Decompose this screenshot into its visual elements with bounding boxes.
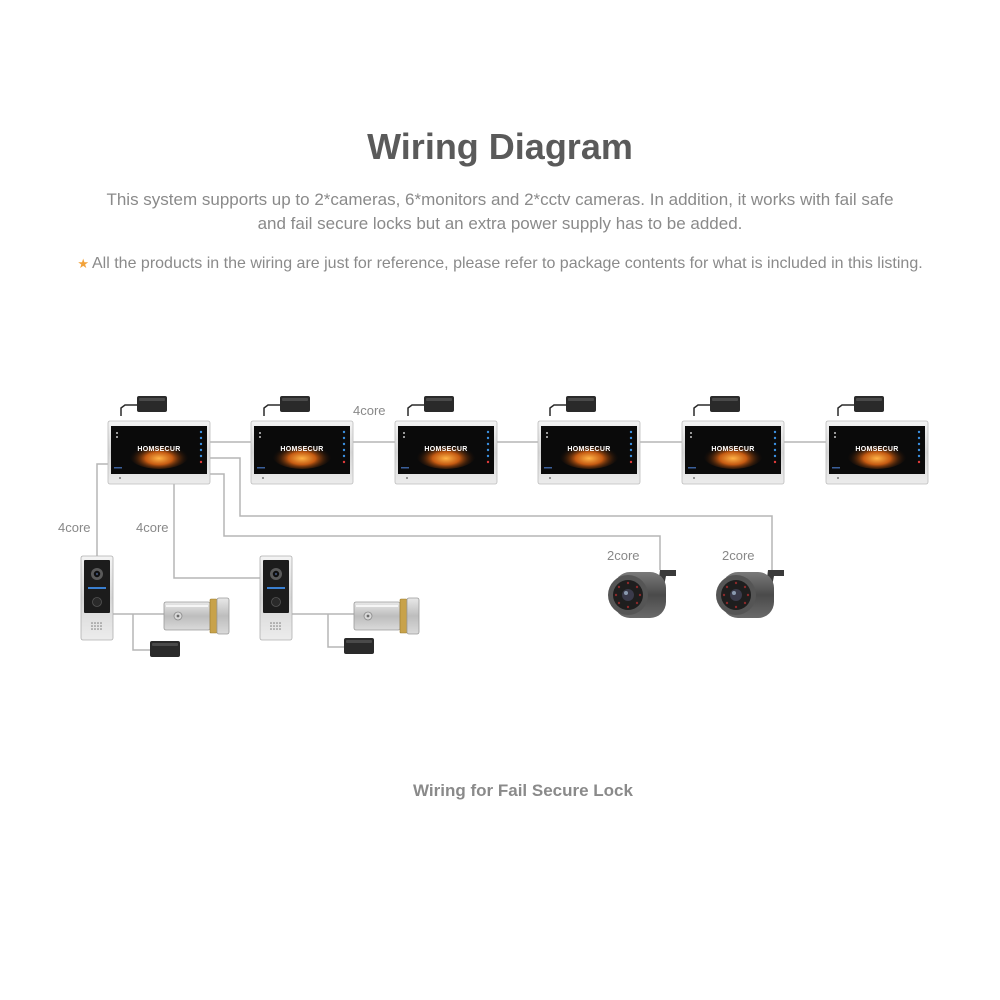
indoor-monitor-3: HOMSECUR: [394, 420, 498, 485]
monitor-brand: HOMSECUR: [711, 446, 754, 453]
camera-2-wire: [210, 457, 773, 570]
wire-label-monitor-link: 4core: [353, 403, 386, 418]
monitor-2-power-adapter: [263, 395, 311, 417]
fail-secure-lock-2: [353, 597, 420, 635]
monitor-4-power-adapter: [549, 395, 597, 417]
lock-2-power-adapter: [344, 638, 374, 654]
star-icon: ★: [77, 256, 89, 271]
doorbell-camera-2: [259, 555, 293, 641]
indoor-monitor-6: HOMSECUR: [825, 420, 929, 485]
reference-note: ★All the products in the wiring are just…: [0, 255, 1000, 273]
fail-secure-lock-1: [163, 597, 230, 635]
cctv-camera-2: [716, 570, 784, 618]
lock-1-power-wire: [132, 614, 150, 651]
camera-1-wire: [210, 473, 661, 570]
indoor-monitor-4: HOMSECUR: [537, 420, 641, 485]
wire-label-camera-2: 2core: [722, 548, 755, 563]
monitor-brand: HOMSECUR: [280, 446, 323, 453]
monitor-5-power-adapter: [693, 395, 741, 417]
monitor-brand: HOMSECUR: [137, 446, 180, 453]
wire-label-camera-1: 2core: [607, 548, 640, 563]
indoor-monitor-5: HOMSECUR: [681, 420, 785, 485]
monitor-6-power-adapter: [837, 395, 885, 417]
monitor-brand: HOMSECUR: [567, 446, 610, 453]
reference-note-text: All the products in the wiring are just …: [92, 255, 923, 272]
wire-label-doorbell-1: 4core: [58, 520, 91, 535]
lock-1-power-adapter: [150, 641, 180, 657]
lock-2-power-wire: [327, 614, 344, 648]
monitor-brand: HOMSECUR: [424, 446, 467, 453]
monitor-3-power-adapter: [407, 395, 455, 417]
system-description: This system supports up to 2*cameras, 6*…: [106, 190, 894, 233]
wire-label-doorbell-2: 4core: [136, 520, 169, 535]
diagram-caption: Wiring for Fail Secure Lock: [413, 781, 633, 800]
doorbell-camera-1: [80, 555, 114, 641]
page-title: Wiring Diagram: [367, 126, 633, 167]
indoor-monitor-2: HOMSECUR: [250, 420, 354, 485]
monitor-brand: HOMSECUR: [855, 446, 898, 453]
cctv-camera-1: [608, 570, 676, 618]
indoor-monitor-1: HOMSECUR: [107, 420, 211, 485]
monitor-1-power-adapter: [120, 395, 168, 417]
